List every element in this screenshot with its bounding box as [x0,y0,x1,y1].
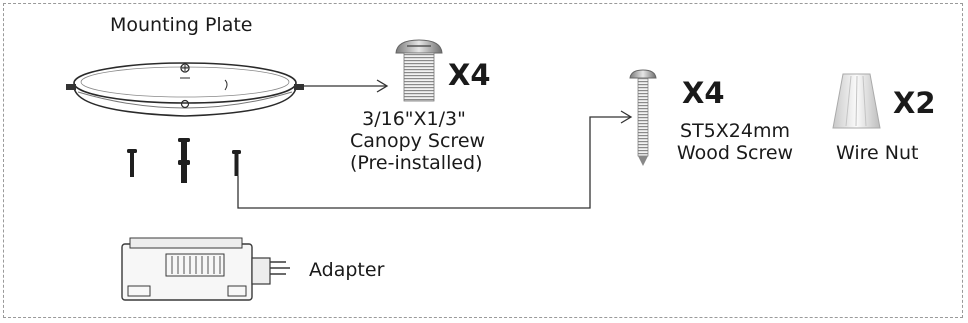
wood-screw-quantity: X4 [682,76,725,110]
screws-below-plate-image [127,138,241,183]
canopy-screw-quantity: X4 [448,58,491,92]
wire-nut-quantity: X2 [893,86,936,120]
wire-nut-image [832,73,881,129]
canopy-screw-name: Canopy Screw [350,130,486,152]
wood-screw-name: Wood Screw [676,142,794,164]
diagram-border [3,3,963,318]
wood-screw-image [629,69,657,166]
wire-nut-label: Wire Nut [836,142,919,164]
wood-screw-label: ST5X24mm Wood Screw [664,120,806,164]
mounting-plate-label: Mounting Plate [110,14,253,36]
mounting-plate-image [66,62,304,117]
canopy-screw-size: 3/16"X1/3" [362,108,466,130]
canopy-screw-label: 3/16"X1/3" Canopy Screw (Pre-installed) [350,108,486,174]
adapter-image [121,237,290,301]
arrow-screw-to-wood-screw [237,110,633,209]
canopy-screw-image [395,39,443,102]
wood-screw-size: ST5X24mm [680,120,790,142]
adapter-label: Adapter [309,259,385,281]
canopy-screw-note: (Pre-installed) [350,152,483,174]
arrow-plate-to-canopy-screw [297,79,389,93]
